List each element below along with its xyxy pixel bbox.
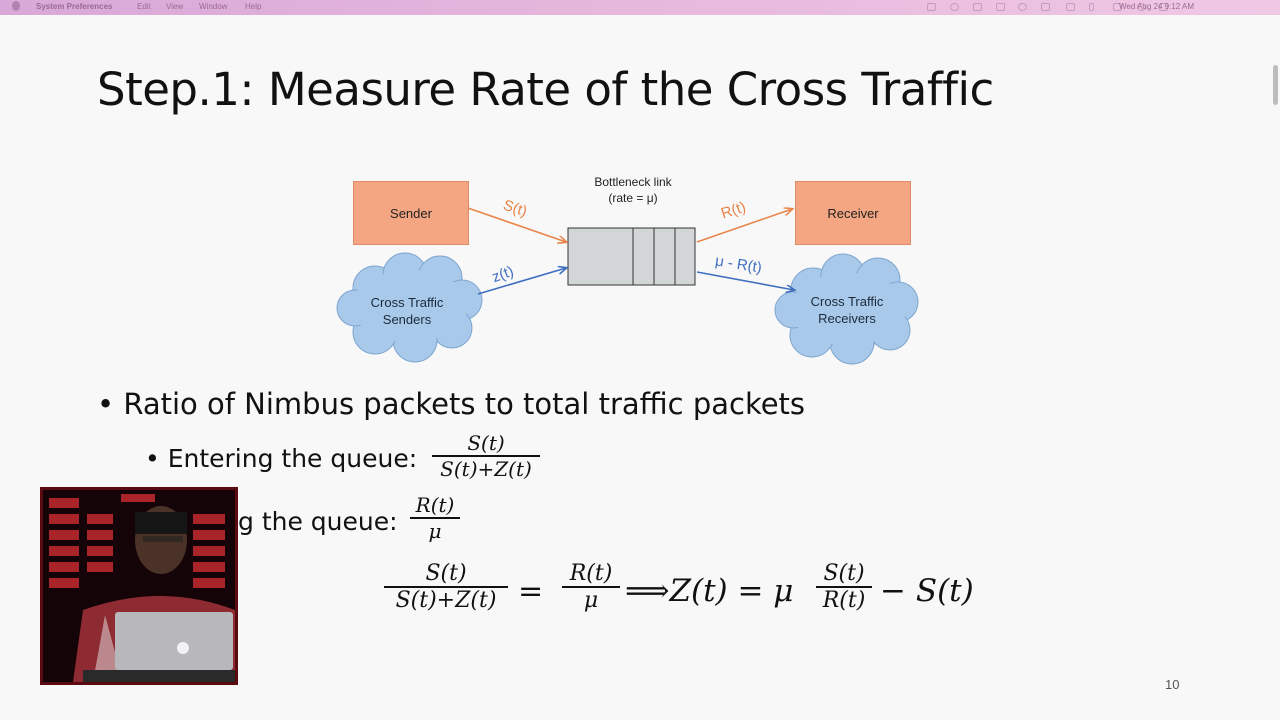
fraction-bar xyxy=(410,517,460,519)
status-icon[interactable] xyxy=(973,3,982,11)
scrollbar[interactable] xyxy=(1273,65,1278,105)
entering-fraction: S(t) S(t)+Z(t) xyxy=(432,431,540,481)
apple-icon[interactable] xyxy=(12,1,20,11)
speaker-image xyxy=(43,490,235,682)
status-icon[interactable] xyxy=(927,3,936,11)
speaker-video xyxy=(40,487,238,685)
eq-rhs-denominator: R(t) xyxy=(822,587,866,613)
cross-receivers-line2: Receivers xyxy=(818,311,876,326)
status-icon[interactable] xyxy=(950,3,959,11)
bullet-dot: • xyxy=(145,444,168,473)
entering-denominator: S(t)+Z(t) xyxy=(440,456,532,481)
speaker-video-frame xyxy=(43,490,235,682)
bottleneck-line1: Bottleneck link xyxy=(594,175,672,189)
cross-traffic-senders-label: Cross Traffic Senders xyxy=(355,294,459,328)
entering-numerator: S(t) xyxy=(467,431,505,455)
menu-help[interactable]: Help xyxy=(245,2,262,11)
clock-status-icon[interactable] xyxy=(1018,3,1027,11)
bottleneck-line2: (rate = μ) xyxy=(608,191,658,205)
wifi-icon[interactable] xyxy=(1113,3,1122,11)
menu-window[interactable]: Window xyxy=(199,2,228,11)
eq-rhs-fraction: S(t) R(t) xyxy=(816,561,872,613)
receiver-label: Receiver xyxy=(827,205,879,221)
slide-title: Step.1: Measure Rate of the Cross Traffi… xyxy=(97,63,994,116)
fraction-bar xyxy=(816,586,872,588)
eq-mid-denominator: μ xyxy=(583,587,599,613)
status-icon[interactable] xyxy=(1066,3,1075,11)
leaving-fraction: R(t) μ xyxy=(410,493,460,543)
eq-lhs-fraction: S(t) S(t)+Z(t) xyxy=(384,561,508,613)
eq-equals: = xyxy=(518,574,544,609)
eq-mid-numerator: R(t) xyxy=(569,561,613,586)
menu-clock[interactable]: Wed Aug 24 9:12 AM xyxy=(1118,2,1194,11)
fraction-bar xyxy=(384,586,508,588)
search-icon[interactable] xyxy=(1137,3,1146,11)
bullet-leaving-text: g the queue: xyxy=(238,507,398,536)
cross-senders-line1: Cross Traffic xyxy=(370,295,444,310)
fraction-bar xyxy=(432,455,540,457)
bottleneck-label: Bottleneck link (rate = μ) xyxy=(573,174,693,206)
control-center-icon[interactable] xyxy=(1159,3,1168,11)
receiver-box: Receiver xyxy=(795,181,911,245)
status-icon[interactable] xyxy=(996,3,1005,11)
menu-edit[interactable]: Edit xyxy=(137,2,151,11)
menu-view[interactable]: View xyxy=(166,2,184,11)
menu-bar: System Preferences Edit View Window Help… xyxy=(0,0,1280,15)
leaving-numerator: R(t) xyxy=(415,493,455,517)
cross-senders-line2: Senders xyxy=(382,312,432,327)
leaving-denominator: μ xyxy=(428,518,442,543)
eq-mid-fraction: R(t) μ xyxy=(562,561,620,613)
bullet-entering: • Entering the queue: xyxy=(145,444,417,473)
menu-app-name[interactable]: System Preferences xyxy=(36,2,113,11)
eq-rhs-numerator: S(t) xyxy=(823,561,865,586)
bullet-leaving: g the queue: xyxy=(238,507,398,536)
bullet-ratio: • Ratio of Nimbus packets to total traff… xyxy=(97,387,805,421)
eq-lhs-denominator: S(t)+Z(t) xyxy=(395,587,497,613)
bullet-ratio-text: Ratio of Nimbus packets to total traffic… xyxy=(123,387,806,421)
cross-traffic-receivers-label: Cross Traffic Receivers xyxy=(795,293,899,327)
fraction-bar xyxy=(562,586,620,588)
page-number: 10 xyxy=(1165,677,1180,692)
eq-lhs-numerator: S(t) xyxy=(425,561,467,586)
bluetooth-icon[interactable] xyxy=(1089,3,1094,11)
sender-label: Sender xyxy=(390,205,432,221)
bullet-entering-text: Entering the queue: xyxy=(167,444,418,473)
sender-box: Sender xyxy=(353,181,469,245)
status-icon[interactable] xyxy=(1041,3,1050,11)
bullet-dot: • xyxy=(97,387,124,421)
eq-implies: ⟹Z(t) = μ xyxy=(625,573,794,609)
eq-tail: − S(t) xyxy=(880,573,974,609)
cross-receivers-line1: Cross Traffic xyxy=(810,294,884,309)
